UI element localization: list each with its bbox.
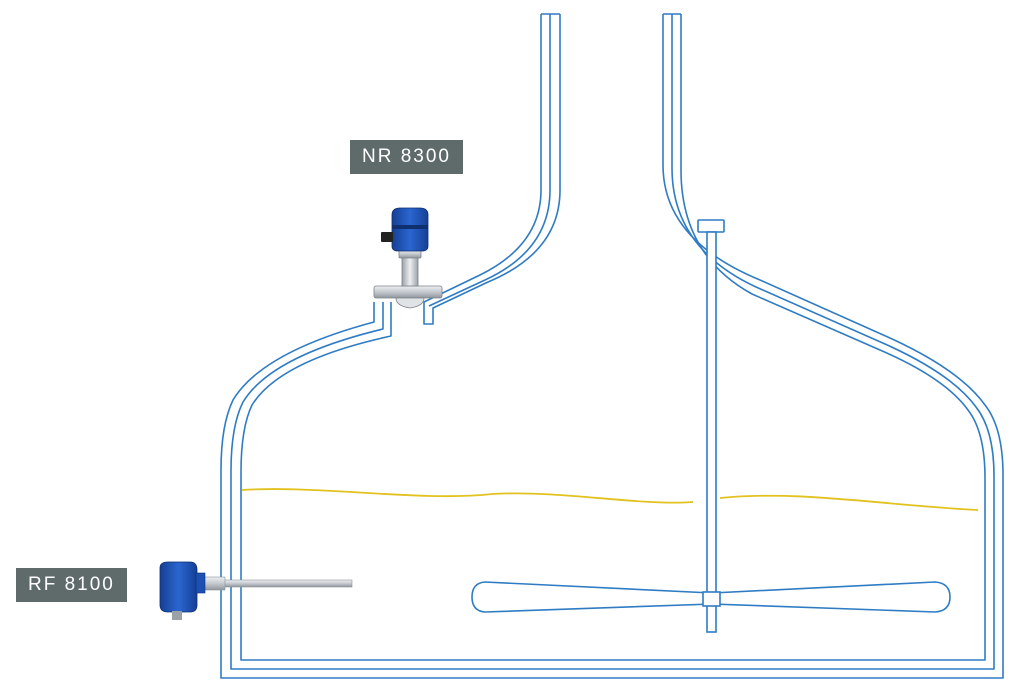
agitator — [471, 219, 951, 633]
nr-8300-label: NR 8300 — [350, 140, 463, 174]
agitator-hub — [702, 591, 721, 607]
agitator-shaft — [706, 231, 717, 633]
probe-neck — [195, 572, 206, 594]
probe-rod — [221, 579, 353, 588]
vessel-outer-wall-left — [423, 14, 561, 325]
agitator-cap — [697, 219, 725, 233]
radar-horn — [395, 297, 425, 309]
vessel-middle-shell — [230, 14, 995, 670]
vessel-wall — [220, 13, 1004, 679]
rf-8100-label: RF 8100 — [16, 568, 127, 602]
rod-probe-level-switch-icon[interactable] — [159, 561, 353, 620]
agitator-blade-left — [471, 581, 713, 613]
radar-neck — [401, 255, 419, 287]
radar-cable-gland — [381, 232, 393, 242]
liquid-level-line — [241, 488, 979, 511]
probe-cable-gland — [172, 611, 182, 620]
agitator-blade-right — [711, 581, 951, 613]
vessel-outer-shell — [220, 14, 1004, 679]
vessel-inner-shell — [240, 14, 986, 661]
radar-housing — [391, 207, 429, 252]
vessel-neck-left-inner — [428, 14, 551, 307]
probe-thread — [202, 576, 226, 591]
radar-flange — [373, 285, 443, 299]
radar-housing-band — [392, 225, 428, 229]
probe-housing — [159, 561, 198, 613]
radar-level-transmitter-icon[interactable] — [373, 207, 443, 309]
